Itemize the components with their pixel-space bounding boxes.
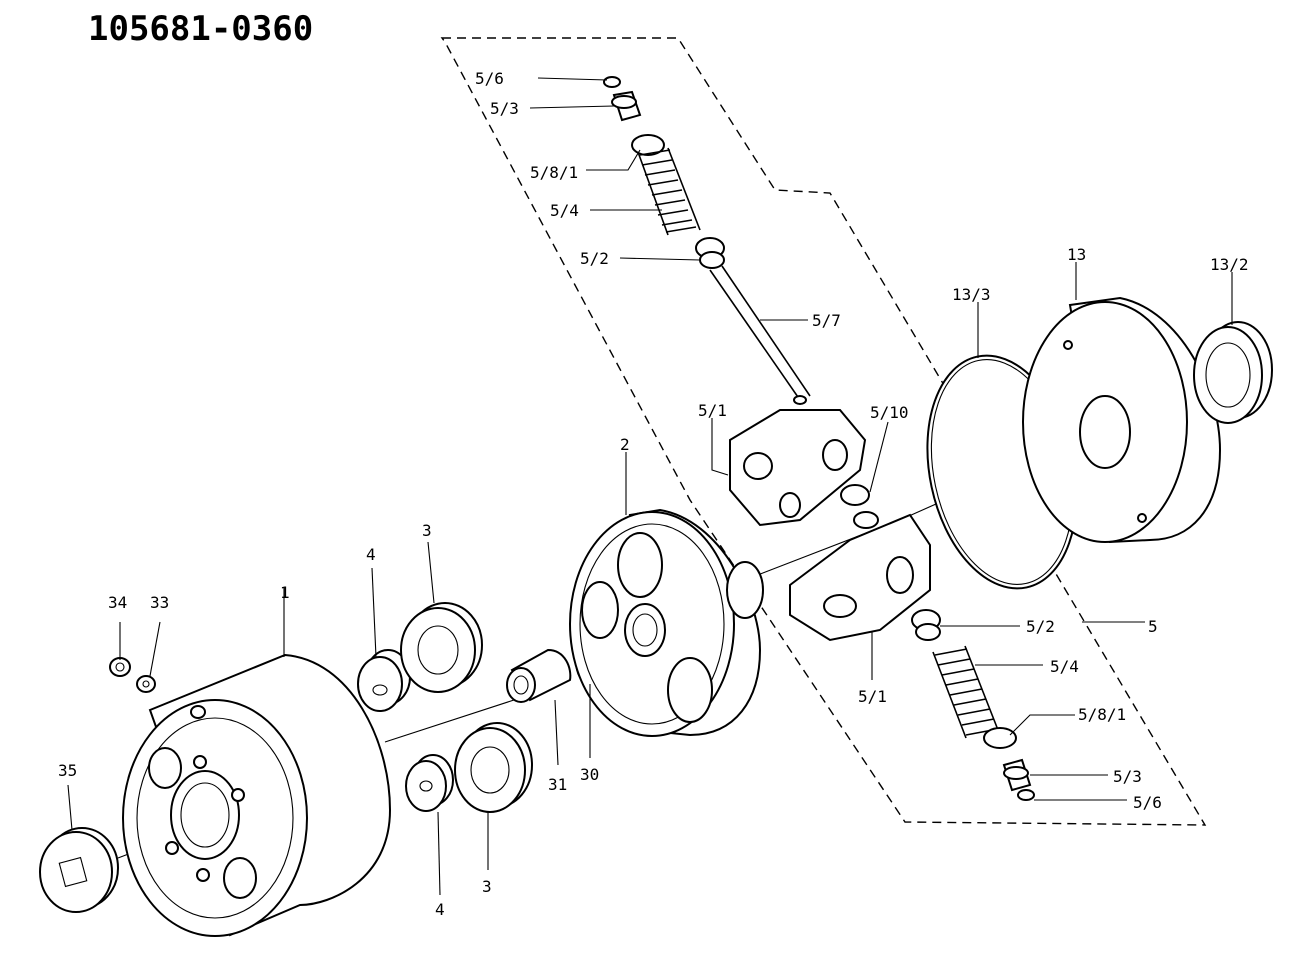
part-5-2-seat-bottom: [911, 609, 941, 641]
callout-35: 35: [58, 761, 77, 780]
part-13-2-bearing: [1193, 321, 1273, 424]
part-5-7-rod: [709, 265, 811, 405]
part-5-4-spring-top: [637, 147, 701, 236]
part-34-screw: [109, 657, 131, 677]
part-4-piston-top: [357, 649, 411, 712]
part-1-housing: [122, 653, 392, 937]
callout-13: 13: [1067, 245, 1086, 264]
callout-31: 31: [548, 775, 567, 794]
callout-5-2-top: 5/2: [580, 249, 609, 268]
part-5-1-block-bottom: [789, 513, 931, 642]
callout-5-10: 5/10: [870, 403, 909, 422]
callout-5-3-top: 5/3: [490, 99, 519, 118]
part-5-6-clip-top: [603, 76, 621, 88]
leader-lines: [67, 77, 1233, 896]
part-4-piston-bottom: [405, 754, 454, 812]
part-2-carrier: [569, 508, 764, 737]
callout-1: 1: [280, 583, 290, 602]
part-5-4-spring-bottom: [932, 645, 999, 739]
callout-5-1-top: 5/1: [698, 401, 727, 420]
callout-4-top: 4: [366, 545, 376, 564]
part-5-3-retainer-bottom: [1002, 758, 1032, 792]
drawing-number: 105681-0360: [88, 9, 313, 49]
callout-30: 30: [580, 765, 599, 784]
part-5-6-clip-bottom: [1017, 789, 1035, 801]
callout-5-4-top: 5/4: [550, 201, 579, 220]
part-5-1-block-top: [729, 409, 867, 527]
callout-3-top: 3: [422, 521, 432, 540]
callout-5-4-bottom: 5/4: [1050, 657, 1079, 676]
callout-34: 34: [108, 593, 127, 612]
part-5-3-retainer-top: [611, 90, 642, 122]
callout-labels: 5/6 5/3 5/8/1 5/4 5/2 5/7 5/1 5/10 13/3 …: [58, 69, 1249, 919]
callout-13-3: 13/3: [952, 285, 991, 304]
part-33-washer: [136, 675, 156, 693]
part-5-8-1-shim-bottom: [983, 727, 1017, 749]
callout-13-2: 13/2: [1210, 255, 1249, 274]
part-3-cylinder-bottom: [454, 722, 533, 813]
callout-33: 33: [150, 593, 169, 612]
part-3-cylinder-top: [400, 602, 483, 693]
callout-5-1-bottom: 5/1: [858, 687, 887, 706]
callout-5-2-bottom: 5/2: [1026, 617, 1055, 636]
callout-3-bottom: 3: [482, 877, 492, 896]
callout-5: 5: [1148, 617, 1158, 636]
part-5-2-seat-top: [695, 237, 725, 269]
callout-5-8-1-top: 5/8/1: [530, 163, 578, 182]
part-35-plug: [39, 827, 119, 913]
callout-5-3-bottom: 5/3: [1113, 767, 1142, 786]
part-31-sleeve: [506, 648, 572, 703]
part-13-cover: [1022, 296, 1222, 544]
callout-5-7: 5/7: [812, 311, 841, 330]
callout-2: 2: [620, 435, 630, 454]
callout-5-6-bottom: 5/6: [1133, 793, 1162, 812]
callout-5-8-1-bottom: 5/8/1: [1078, 705, 1126, 724]
callout-4-bottom: 4: [435, 900, 445, 919]
callout-5-6-top: 5/6: [475, 69, 504, 88]
subassembly-5-boundary: [440, 37, 1207, 826]
part-5-10-seal: [840, 484, 879, 529]
